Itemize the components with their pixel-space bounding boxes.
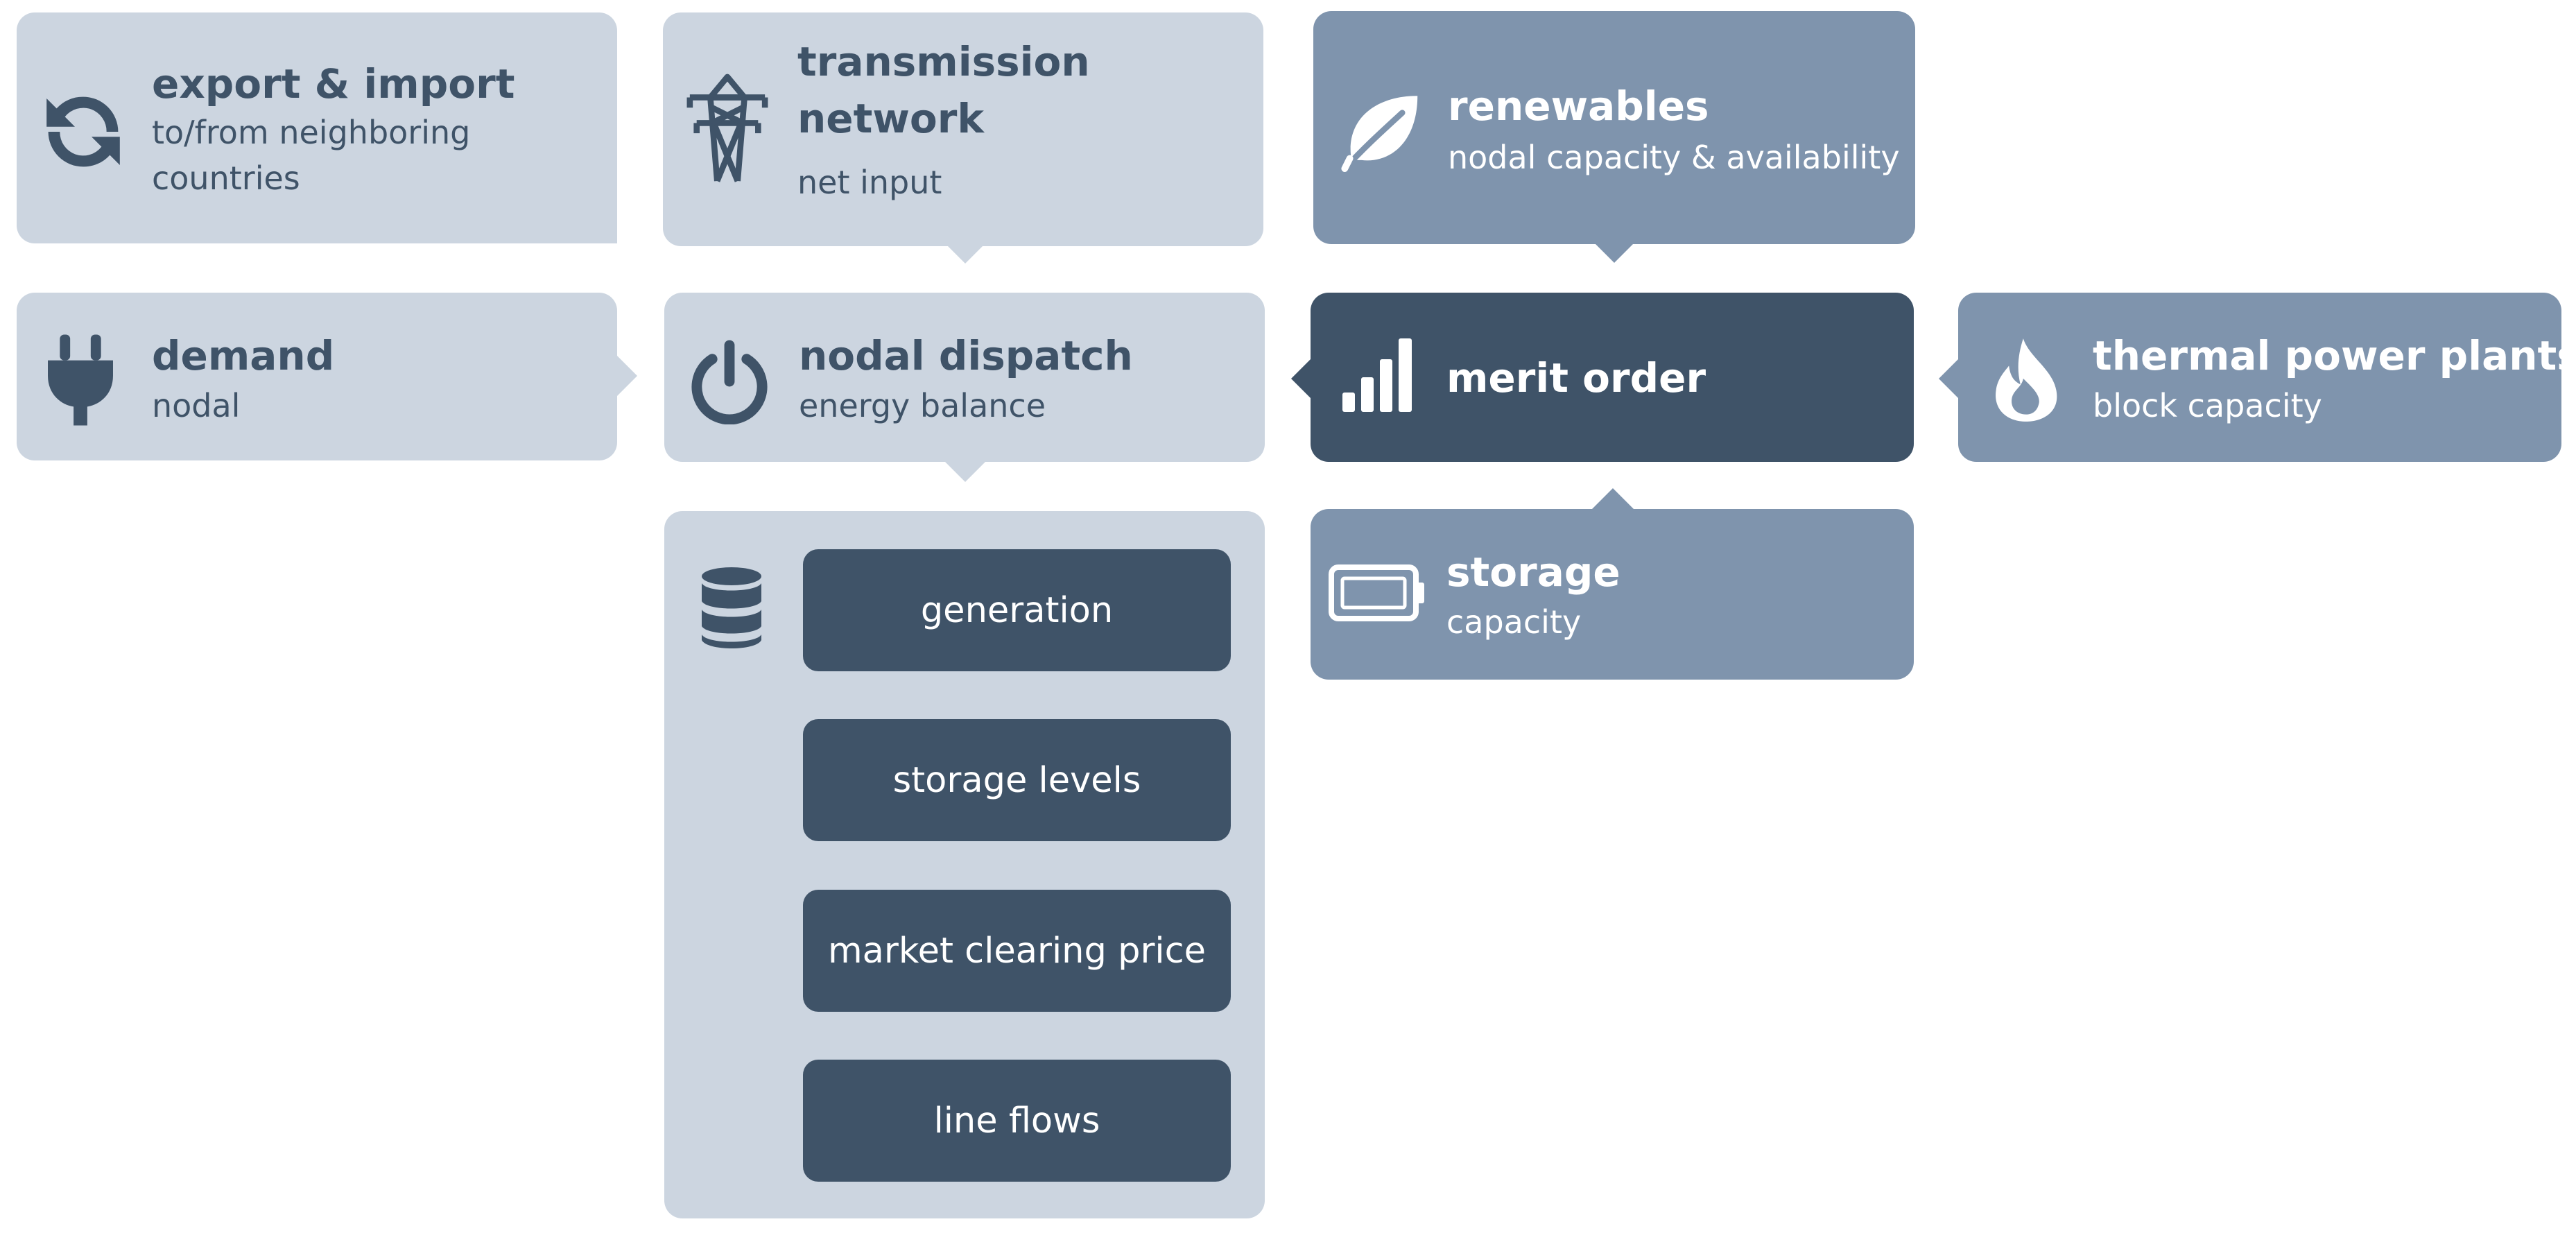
power-icon bbox=[686, 338, 772, 424]
output-generation: generation bbox=[803, 549, 1231, 671]
merit-order-box: merit order bbox=[1311, 293, 1914, 462]
thermal-left-arrow bbox=[1939, 359, 1958, 398]
battery-icon bbox=[1329, 564, 1426, 621]
transmission-network-title: transmission network bbox=[797, 38, 1090, 142]
export-import-title: export & import bbox=[152, 60, 515, 107]
export-import-box: export & import to/from neighboring coun… bbox=[17, 12, 617, 243]
nodal-dispatch-subtitle: energy balance bbox=[799, 387, 1046, 424]
merit-order-up-arrow bbox=[1592, 488, 1634, 509]
renewables-subtitle: nodal capacity & availability bbox=[1448, 139, 1900, 176]
storage-box: storage capacity bbox=[1311, 509, 1914, 680]
refresh-icon bbox=[42, 90, 125, 173]
nodal-dispatch-title: nodal dispatch bbox=[799, 332, 1133, 379]
storage-title: storage bbox=[1446, 549, 1620, 596]
demand-title: demand bbox=[152, 332, 335, 379]
thermal-power-plants-subtitle: block capacity bbox=[2093, 387, 2322, 424]
transmission-network-box: transmission network net input bbox=[663, 12, 1263, 246]
nodal-dispatch-down-arrow bbox=[944, 461, 986, 482]
output-line-flows: line flows bbox=[803, 1060, 1231, 1182]
plug-icon bbox=[46, 333, 115, 427]
leaf-icon bbox=[1340, 87, 1424, 172]
transmission-network-subtitle: net input bbox=[797, 164, 942, 201]
renewables-title: renewables bbox=[1448, 83, 1709, 130]
transmission-tower-icon bbox=[684, 74, 771, 184]
database-icon bbox=[700, 567, 763, 650]
output-storage-levels: storage levels bbox=[803, 719, 1231, 841]
nodal-dispatch-box: nodal dispatch energy balance bbox=[664, 293, 1265, 462]
flame-icon bbox=[1990, 337, 2062, 423]
output-market-clearing-price: market clearing price bbox=[803, 890, 1231, 1012]
demand-subtitle: nodal bbox=[152, 387, 241, 424]
transmission-down-arrow bbox=[947, 245, 983, 264]
merit-order-title: merit order bbox=[1446, 354, 1706, 402]
export-import-subtitle: to/from neighboring countries bbox=[152, 114, 471, 197]
demand-right-arrow bbox=[616, 355, 637, 397]
bar-chart-icon bbox=[1342, 338, 1412, 412]
storage-subtitle: capacity bbox=[1446, 603, 1582, 641]
renewables-down-arrow bbox=[1595, 243, 1634, 263]
thermal-power-plants-box: thermal power plants block capacity bbox=[1958, 293, 2576, 462]
demand-box: demand nodal bbox=[17, 293, 617, 460]
renewables-box: renewables nodal capacity & availability bbox=[1313, 11, 1915, 244]
merit-order-left-arrow bbox=[1291, 359, 1311, 398]
thermal-power-plants-title: thermal power plants bbox=[2093, 332, 2576, 379]
